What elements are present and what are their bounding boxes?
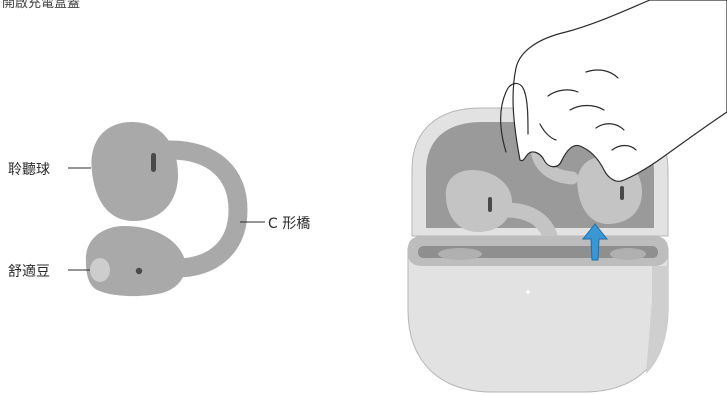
fit-bud-port: [136, 268, 142, 274]
case-body: [408, 248, 668, 392]
earbud-icon: [86, 122, 238, 296]
fit-bud-tip: [90, 258, 110, 282]
receiver-slot: [151, 153, 156, 172]
fit-bud-label: 舒適豆: [8, 261, 50, 281]
case-slot-left: [438, 248, 482, 260]
status-light: [526, 290, 530, 294]
case-slot-right: [610, 248, 646, 260]
receiver-label: 聆聽球: [8, 159, 50, 179]
lifted-earbud-slot: [620, 186, 624, 200]
case-earbud-left-slot: [488, 197, 492, 212]
receiver-ball: [91, 122, 178, 221]
bridge-label: C 形橋: [268, 213, 310, 233]
